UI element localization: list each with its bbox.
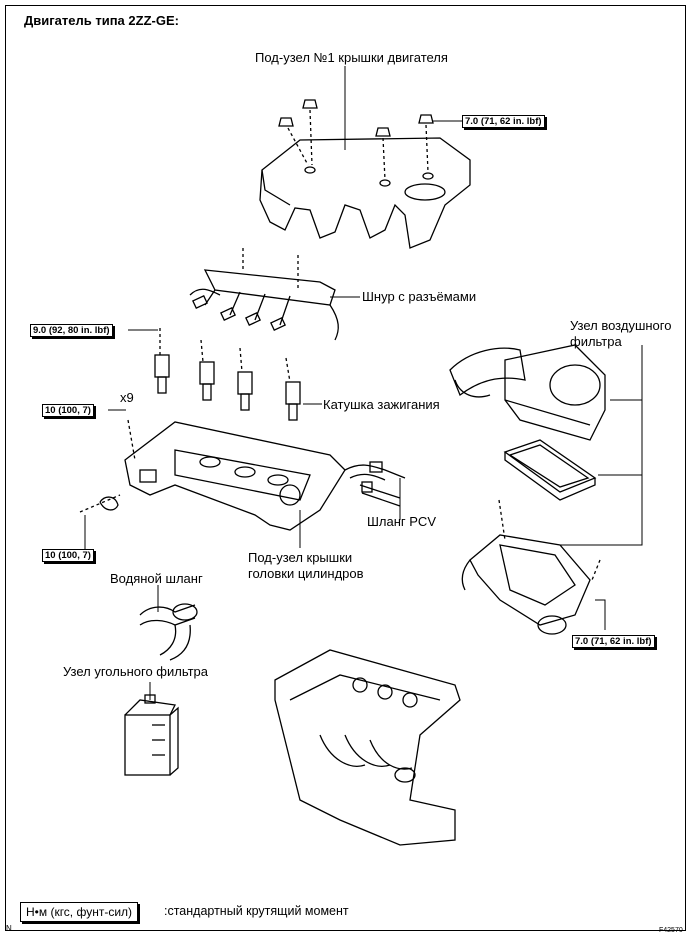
torque-head-cover-bottom: 10 (100, 7) bbox=[42, 549, 94, 562]
label-head-cover-1: Под-узел крышки bbox=[248, 550, 353, 565]
legend-box: Н•м (кгс, фунт-сил) bbox=[20, 902, 139, 922]
air-filter-element-drawing bbox=[503, 439, 597, 501]
label-wire-harness: Шнур с разъёмами bbox=[362, 289, 477, 304]
air-filter-top-drawing bbox=[449, 344, 606, 441]
engine-block-drawing bbox=[274, 649, 461, 846]
water-hose-drawing bbox=[139, 603, 198, 661]
label-air-filter-2: фильтра bbox=[570, 334, 622, 349]
engine-cover-drawing bbox=[259, 99, 471, 249]
page-title: Двигатель типа 2ZZ-GE: bbox=[24, 13, 179, 28]
label-pcv-hose: Шланг PCV bbox=[367, 514, 436, 529]
wire-harness-drawing bbox=[189, 248, 339, 341]
label-count-x9: x9 bbox=[120, 390, 134, 405]
air-filter-case-drawing bbox=[461, 499, 601, 635]
figure-id: F42570 bbox=[659, 927, 683, 934]
label-ignition-coil: Катушка зажигания bbox=[323, 397, 440, 412]
label-head-cover-2: головки цилиндров bbox=[248, 566, 364, 581]
label-air-filter-1: Узел воздушного bbox=[570, 318, 672, 333]
cylinder-head-cover-drawing bbox=[79, 419, 346, 531]
legend-text: :стандартный крутящий момент bbox=[164, 904, 349, 918]
label-engine-cover: Под-узел №1 крышки двигателя bbox=[255, 50, 448, 65]
diagram-frame bbox=[5, 5, 686, 931]
torque-coil-bolt: 9.0 (92, 80 in. lbf) bbox=[30, 324, 113, 337]
label-water-hose: Водяной шланг bbox=[110, 571, 203, 586]
torque-head-cover-top: 10 (100, 7) bbox=[42, 404, 94, 417]
ignition-coils-drawing bbox=[154, 328, 301, 421]
charcoal-canister-drawing bbox=[124, 694, 179, 776]
torque-air-filter-bolt: 7.0 (71, 62 in. lbf) bbox=[572, 635, 655, 648]
label-charcoal-canister: Узел угольного фильтра bbox=[63, 664, 209, 679]
corner-mark: N bbox=[6, 924, 12, 933]
pcv-hose-drawing bbox=[344, 461, 406, 507]
torque-cover-nut: 7.0 (71, 62 in. lbf) bbox=[462, 115, 545, 128]
